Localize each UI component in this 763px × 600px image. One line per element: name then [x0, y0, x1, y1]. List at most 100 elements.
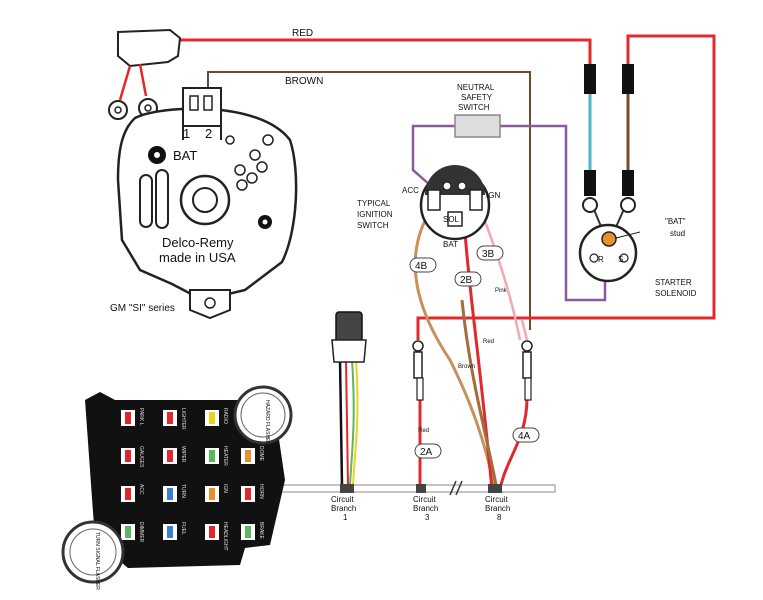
tag-brown: Brown — [458, 364, 475, 370]
branch1-red-wire — [345, 359, 349, 486]
branch3-line1: Circuit — [413, 495, 436, 504]
bat-stud-line1: "BAT" — [665, 217, 686, 226]
alt-terminal-2: 2 — [205, 126, 212, 141]
fuse — [245, 488, 251, 500]
bus-break-1 — [449, 480, 457, 496]
tag-red: Red — [483, 339, 494, 345]
fuse — [245, 526, 251, 538]
solenoid-name-2: SOLENOID — [655, 289, 697, 298]
fuse-label: HEATER — [222, 446, 228, 466]
starter-solenoid: R S "BAT" stud STARTER SOLENOID — [578, 217, 697, 298]
fuse — [125, 412, 131, 424]
branch1-connector — [331, 311, 367, 363]
brown-wire-branch8 — [460, 299, 499, 491]
fuse-label: GAUGES — [138, 446, 144, 468]
alt-terminal-1: 1 — [183, 126, 190, 141]
fuse-label: FUEL — [180, 522, 186, 535]
fuse — [167, 412, 173, 424]
neutral-safety-switch: NEUTRAL SAFETY SWITCH — [454, 83, 501, 138]
ign-line3: SWITCH — [357, 221, 389, 230]
branch8-line1: Circuit — [485, 495, 508, 504]
tan-wire-4b — [413, 207, 497, 491]
fuse — [125, 450, 131, 462]
fuse-label: PARK L — [138, 408, 144, 426]
ign-bat: BAT — [443, 240, 458, 249]
branch8-line2: Branch — [485, 504, 510, 513]
alt-brand-1: Delco-Remy — [162, 235, 234, 250]
fuse-label: IGN — [222, 484, 228, 493]
fuse-label: HORN — [258, 484, 264, 499]
pink-wire-3b — [478, 207, 522, 341]
fuse-label: WIPER — [180, 446, 186, 463]
ign-line1: TYPICAL — [357, 199, 391, 208]
inline-fuse-holders — [412, 319, 533, 401]
nss-line1: NEUTRAL — [457, 83, 495, 92]
brown-wire-top — [207, 71, 531, 330]
red-wire-loop — [416, 34, 716, 340]
fuse-label: RADIO — [222, 408, 228, 424]
purple-wire — [411, 124, 607, 302]
alt-brand-2: made in USA — [159, 250, 236, 265]
tag-4a: 4A — [518, 431, 531, 442]
bus-break-2 — [455, 480, 463, 496]
branch1-black-wire — [338, 359, 344, 486]
fuse — [209, 526, 215, 538]
alt-series-label: GM "SI" series — [110, 303, 175, 314]
branch3-line2: Branch — [413, 504, 438, 513]
branch1-green-wire — [349, 359, 355, 486]
fuse-label: DOME — [258, 446, 264, 462]
solenoid-body — [578, 223, 638, 283]
branch3-line3: 3 — [425, 513, 430, 522]
fuse-label: HEADLIGHT — [222, 522, 228, 551]
fusible-links — [582, 64, 636, 213]
ign-line2: IGNITION — [357, 210, 393, 219]
fuse — [209, 450, 215, 462]
tag-red-lower: Red — [418, 428, 429, 434]
branch1-line1: Circuit — [331, 495, 354, 504]
fuse — [209, 488, 215, 500]
wire-tags: 4B 2B 3B Pink Red Brown Red 2A 4A — [409, 245, 540, 459]
bat-stud-line2: stud — [670, 229, 685, 238]
hazard-label: HAZARD FLASHER — [264, 400, 270, 445]
fuse — [167, 526, 173, 538]
tag-pink: Pink — [495, 288, 508, 294]
solenoid-r: R — [598, 255, 604, 264]
branch1-line3: 1 — [343, 513, 348, 522]
nss-line3: SWITCH — [458, 103, 490, 112]
tag-4b: 4B — [415, 261, 428, 272]
fuse-label: DIMMER — [138, 522, 144, 543]
alternator-connector — [182, 87, 222, 127]
brown-wire-label: BROWN — [285, 76, 323, 87]
fuse — [125, 488, 131, 500]
alternator: 1 2 BAT Delco-Remy made in USA GM "SI" s… — [108, 28, 298, 320]
tag-2a: 2A — [420, 447, 433, 458]
solenoid-bat-stud — [601, 231, 617, 247]
red-wire-label: RED — [292, 28, 313, 39]
alternator-plug — [117, 28, 182, 68]
nss-body — [454, 114, 501, 138]
tag-3b: 3B — [482, 249, 495, 260]
alt-bat-label: BAT — [173, 148, 197, 163]
fuse-label: TURN — [180, 484, 186, 498]
turn-label: TURN SIGNAL FLASHER — [94, 532, 100, 590]
tag-2b: 2B — [460, 275, 473, 286]
red-wire-4a — [498, 397, 529, 491]
ignition-switch: TYPICAL IGNITION SWITCH ACC IGN SOL BAT — [357, 165, 500, 249]
fuse — [245, 450, 251, 462]
solenoid-name-1: STARTER — [655, 278, 692, 287]
fuse-label: ACC — [138, 484, 144, 495]
red-wire-top — [180, 38, 592, 70]
solenoid-s: S — [618, 255, 623, 264]
branch8-line3: 8 — [497, 513, 502, 522]
fuse — [125, 526, 131, 538]
ign-sol: SOL — [443, 215, 460, 224]
fuse-label: LIGHTER — [180, 408, 186, 430]
nss-line2: SAFETY — [461, 93, 493, 102]
ign-ign: IGN — [486, 191, 500, 200]
ign-acc: ACC — [402, 186, 419, 195]
fuse-label: BRAKE — [258, 522, 264, 540]
circuit-branches: Circuit Branch 1 Circuit Branch 3 Circui… — [331, 484, 510, 522]
fuse — [209, 412, 215, 424]
